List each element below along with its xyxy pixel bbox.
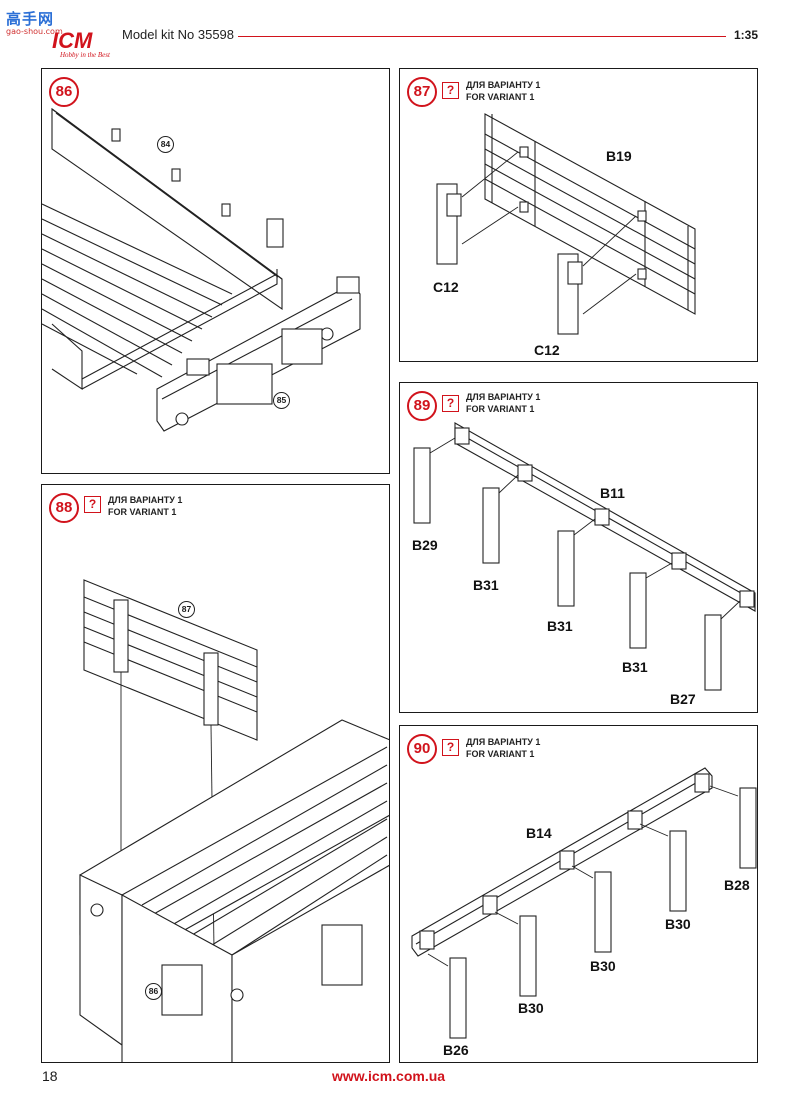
variant-en: FOR VARIANT 1 <box>466 749 535 759</box>
header-rule <box>238 36 726 37</box>
page-number: 18 <box>42 1068 58 1084</box>
icm-logo: ICM <box>52 28 93 53</box>
step-89-panel: 89 ? ДЛЯ ВАРІАНТУ 1 FOR VARIANT 1 B11 B2… <box>399 382 758 713</box>
logo-tagline: Hobby in the Best <box>60 51 110 59</box>
page-header: 高手网 gao-shou.com ICM Hobby in the Best M… <box>0 0 800 60</box>
step-86-panel: 86 84 85 <box>41 68 390 474</box>
part-label-b11: B11 <box>600 485 625 501</box>
variant-ua: ДЛЯ ВАРІАНТУ 1 <box>466 80 541 90</box>
part-label-c12: C12 <box>534 342 560 358</box>
part-label-b19: B19 <box>606 148 632 164</box>
step-89-drawing <box>413 422 756 691</box>
part-label-b28: B28 <box>724 877 750 893</box>
part-label-b30: B30 <box>518 1000 544 1016</box>
variant-ua: ДЛЯ ВАРІАНТУ 1 <box>466 737 541 747</box>
variant-en: FOR VARIANT 1 <box>466 92 535 102</box>
part-label-b26: B26 <box>443 1042 469 1058</box>
step-87-panel: 87 ? ДЛЯ ВАРІАНТУ 1 FOR VARIANT 1 B19 C1… <box>399 68 758 362</box>
part-ref-84: 84 <box>157 136 174 153</box>
step-90-drawing <box>411 767 757 1039</box>
watermark-text: 高手网 <box>6 10 55 28</box>
watermark-url: gao-shou.com <box>6 27 63 36</box>
question-icon: ? <box>442 395 459 412</box>
step-90-panel: 90 ? ДЛЯ ВАРІАНТУ 1 FOR VARIANT 1 B14 B2… <box>399 725 758 1063</box>
part-ref-86: 86 <box>145 983 162 1000</box>
part-ref-85: 85 <box>273 392 290 409</box>
website-link[interactable]: www.icm.com.ua <box>332 1068 446 1084</box>
variant-en: FOR VARIANT 1 <box>108 507 177 517</box>
question-icon: ? <box>84 496 101 513</box>
step-87-number: 87 <box>407 77 437 107</box>
variant-ua: ДЛЯ ВАРІАНТУ 1 <box>108 495 183 505</box>
part-ref-87: 87 <box>178 601 195 618</box>
part-label-b14: B14 <box>526 825 552 841</box>
part-label-b30: B30 <box>665 916 691 932</box>
variant-en: FOR VARIANT 1 <box>466 404 535 414</box>
step-86-drawing <box>42 107 361 432</box>
step-89-number: 89 <box>407 391 437 421</box>
question-icon: ? <box>442 82 459 99</box>
kit-number: Model kit No 35598 <box>122 27 235 42</box>
step-88-drawing <box>79 579 389 1062</box>
step-88-number: 88 <box>49 493 79 523</box>
part-label-b30: B30 <box>590 958 616 974</box>
question-icon: ? <box>442 739 459 756</box>
part-label-b31: B31 <box>473 577 499 593</box>
part-label-b31: B31 <box>547 618 573 634</box>
scale-label: 1:35 <box>734 28 759 42</box>
part-label-b27: B27 <box>670 691 696 707</box>
step-90-number: 90 <box>407 734 437 764</box>
part-label-b29: B29 <box>412 537 438 553</box>
step-88-panel: 88 ? ДЛЯ ВАРІАНТУ 1 FOR VARIANT 1 87 86 <box>41 484 390 1063</box>
variant-ua: ДЛЯ ВАРІАНТУ 1 <box>466 392 541 402</box>
part-label-c12: C12 <box>433 279 459 295</box>
part-label-b31: B31 <box>622 659 648 675</box>
step-86-number: 86 <box>49 77 79 107</box>
step-87-drawing <box>436 113 696 335</box>
